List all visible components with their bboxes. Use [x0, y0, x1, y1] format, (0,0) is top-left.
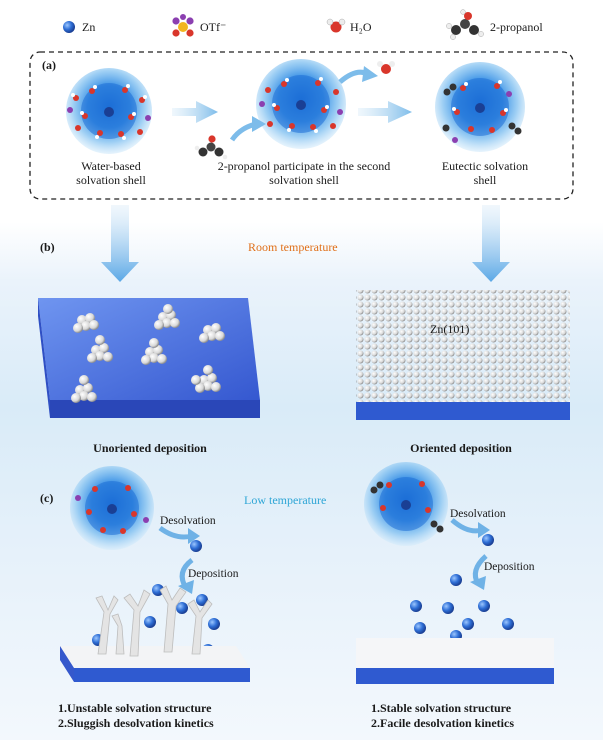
dendritic-substrate	[60, 585, 250, 682]
arrow-desolvation-right	[450, 518, 483, 534]
deposition-left-label: Deposition	[188, 568, 239, 580]
zn101-label: Zn(101)	[430, 322, 470, 336]
solvation-shell-c-right	[364, 462, 448, 546]
legend-water-label: H₂O	[350, 20, 372, 34]
panel-a-label: (a)	[42, 58, 56, 72]
oriented-caption: Oriented deposition	[410, 441, 512, 455]
propanol-entering-icon	[194, 135, 228, 160]
arrow-desolvation-left	[158, 525, 193, 540]
caption-propanol-second-shell: 2-propanol participate in the second sol…	[217, 159, 391, 187]
legend-water-icon	[326, 18, 346, 33]
deposition-right-label: Deposition	[484, 561, 535, 573]
legend-otf-label: OTf⁻	[200, 20, 227, 34]
solvation-shell-c-left	[70, 466, 154, 550]
panel-a-border	[29, 51, 574, 200]
room-temperature-label: Room temperature	[248, 240, 338, 254]
water-leaving-icon	[377, 61, 395, 74]
arrow-a-1	[172, 101, 218, 123]
panel-c-label: (c)	[40, 491, 54, 505]
left-summary-2: 2.Sluggish desolvation kinetics	[58, 716, 214, 730]
right-summary-2: 2.Facile desolvation kinetics	[371, 716, 514, 730]
oriented-substrate	[356, 290, 570, 420]
left-summary-1: 1.Unstable solvation structure	[58, 701, 212, 715]
legend-zn-label: Zn	[82, 20, 96, 34]
solvation-shell-3	[435, 62, 525, 152]
legend-propanol-label: 2-propanol	[490, 20, 543, 34]
legend-propanol-icon	[446, 9, 484, 40]
zn-ions-right	[410, 534, 514, 642]
solvation-shell-1	[66, 68, 152, 154]
smooth-substrate	[356, 638, 554, 684]
desolvation-left-label: Desolvation	[160, 515, 216, 527]
legend-zn-icon	[63, 21, 75, 33]
panel-b-label: (b)	[40, 240, 55, 254]
unoriented-substrate	[38, 298, 260, 418]
unoriented-caption: Unoriented deposition	[93, 441, 207, 455]
arrow-a-2	[358, 101, 412, 123]
desolvation-right-label: Desolvation	[450, 508, 506, 520]
caption-water-based-shell: Water-based solvation shell	[76, 159, 146, 187]
arrow-down-left	[101, 205, 139, 282]
legend-otf-icon	[172, 14, 194, 37]
caption-eutectic-shell: Eutectic solvation shell	[441, 159, 529, 187]
right-summary-1: 1.Stable solvation structure	[371, 701, 512, 715]
solvation-shell-2	[256, 59, 346, 149]
low-temperature-label: Low temperature	[244, 493, 327, 507]
arrow-down-right	[472, 205, 510, 282]
